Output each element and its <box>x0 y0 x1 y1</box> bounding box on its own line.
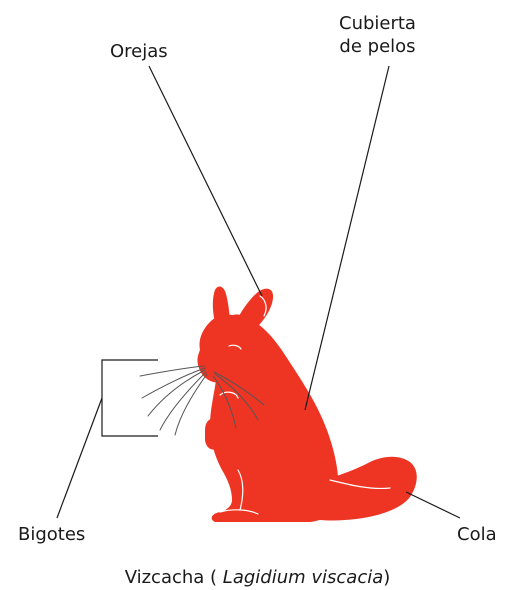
label-fur: Cubierta de pelos <box>339 12 416 58</box>
label-fur-line2: de pelos <box>339 36 416 57</box>
vizcacha-silhouette <box>197 286 417 522</box>
caption-common-name: Vizcacha ( <box>124 567 218 588</box>
vizcacha-ear-left <box>212 286 230 328</box>
vizcacha-whiskers <box>139 365 265 436</box>
leader-lines <box>56 65 461 519</box>
label-whiskers: Bigotes <box>18 524 86 545</box>
ears-leader-line <box>148 65 263 297</box>
whiskers-leader-line <box>56 397 103 519</box>
caption-close: ) <box>383 567 391 588</box>
vizcacha-details <box>219 295 391 515</box>
tail-leader-line <box>405 491 461 519</box>
fur-leader-line <box>304 65 390 411</box>
label-fur-line1: Cubierta <box>339 13 416 34</box>
label-ears: Orejas <box>110 41 168 62</box>
whiskers-bracket <box>101 359 158 437</box>
vizcacha-ear-right <box>232 288 274 336</box>
caption-scientific-name: Lagidium viscacia <box>222 567 384 588</box>
vizcacha-paw <box>205 418 221 450</box>
figure-caption: Vizcacha ( Lagidium viscacia) <box>0 566 515 589</box>
label-tail: Cola <box>457 524 497 545</box>
